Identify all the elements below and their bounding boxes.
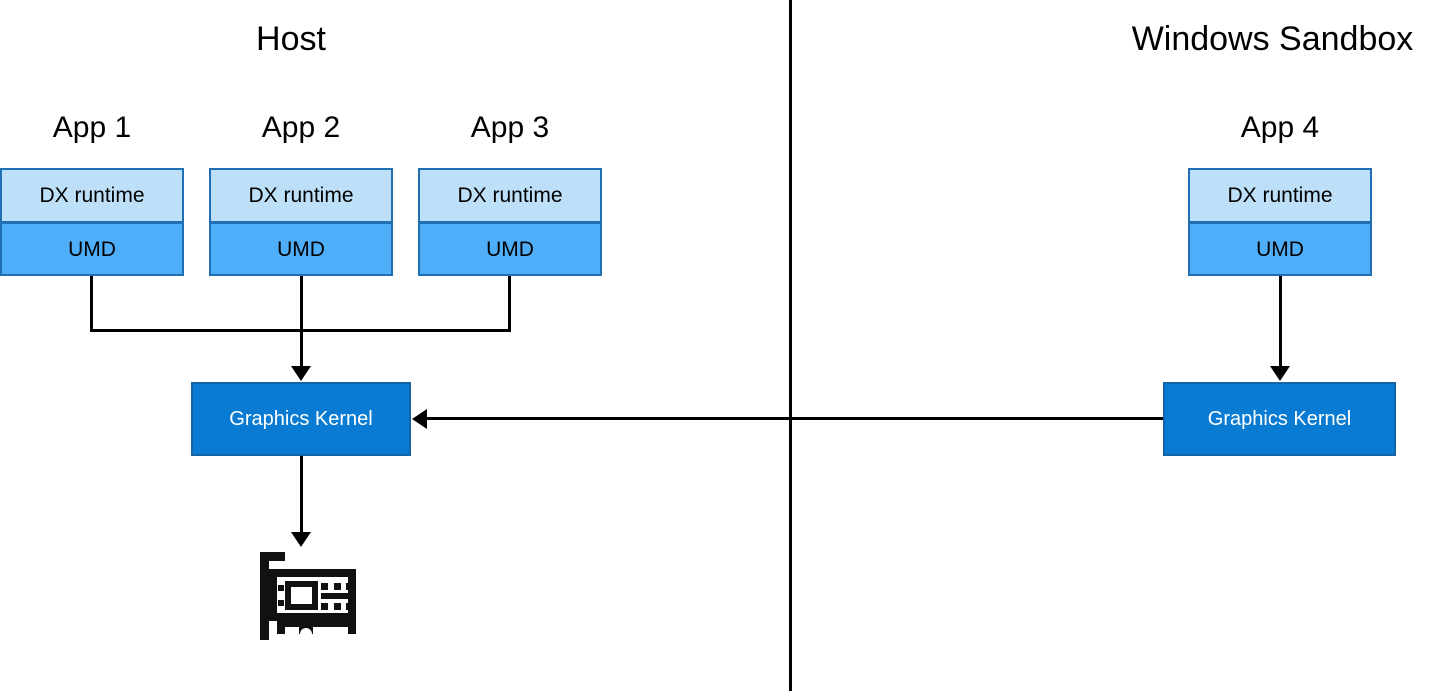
- connector-host-kernel-to-gpu: [300, 456, 303, 534]
- gpu-card-icon: [255, 549, 361, 643]
- app-stack-app1: DX runtime UMD: [0, 168, 184, 276]
- connector-app2-drop: [300, 276, 303, 368]
- app3-umd-layer: UMD: [418, 223, 602, 276]
- app-title-app4: App 4: [1240, 111, 1320, 144]
- app3-dx-runtime-layer: DX runtime: [418, 168, 602, 223]
- app-stack-app4: DX runtime UMD: [1188, 168, 1372, 276]
- app-stack-app2: DX runtime UMD: [209, 168, 393, 276]
- app-title-app1: App 1: [52, 111, 132, 144]
- arrowhead-sandbox-to-host-kernel: [412, 409, 427, 429]
- connector-sandbox-kernel-to-host-kernel: [425, 417, 1163, 420]
- section-title-windows-sandbox: Windows Sandbox: [1131, 20, 1414, 58]
- section-title-host: Host: [256, 20, 326, 58]
- app-title-app3: App 3: [470, 111, 550, 144]
- connector-app1-drop: [90, 276, 93, 332]
- app-title-app2: App 2: [261, 111, 341, 144]
- arrowhead-apps-to-host-kernel: [291, 366, 311, 381]
- connector-app3-drop: [508, 276, 511, 332]
- app1-umd-layer: UMD: [0, 223, 184, 276]
- host-sandbox-divider: [789, 0, 792, 691]
- app2-dx-runtime-layer: DX runtime: [209, 168, 393, 223]
- app1-dx-runtime-layer: DX runtime: [0, 168, 184, 223]
- graphics-kernel-sandbox: Graphics Kernel: [1163, 382, 1396, 456]
- app4-umd-layer: UMD: [1188, 223, 1372, 276]
- app2-umd-layer: UMD: [209, 223, 393, 276]
- arrowhead-host-kernel-to-gpu: [291, 532, 311, 547]
- app-stack-app3: DX runtime UMD: [418, 168, 602, 276]
- connector-app4-to-sandbox-kernel: [1279, 276, 1282, 368]
- graphics-kernel-host: Graphics Kernel: [191, 382, 411, 456]
- app4-dx-runtime-layer: DX runtime: [1188, 168, 1372, 223]
- arrowhead-app4-to-sandbox-kernel: [1270, 366, 1290, 381]
